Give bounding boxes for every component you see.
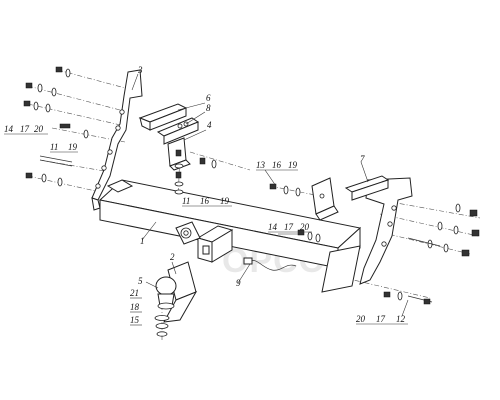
label-underlines bbox=[4, 133, 408, 326]
label-7: 7 bbox=[360, 154, 365, 164]
label-4: 4 bbox=[207, 120, 212, 130]
ball-fasteners bbox=[154, 315, 170, 337]
label-14-left: 14 bbox=[4, 124, 14, 134]
wiring-harness bbox=[243, 257, 297, 271]
label-17-right: 17 bbox=[284, 222, 294, 232]
leader-lines bbox=[131, 73, 409, 317]
label-12: 12 bbox=[396, 314, 406, 324]
label-20-bottom: 20 bbox=[356, 314, 366, 324]
label-17-left: 17 bbox=[20, 124, 30, 134]
label-18: 18 bbox=[130, 302, 140, 312]
label-14-right: 14 bbox=[268, 222, 278, 232]
label-19-left: 19 bbox=[68, 142, 78, 152]
label-16-center: 16 bbox=[200, 196, 210, 206]
part-labels: 3 6 8 4 14 17 20 11 19 11 16 19 13 16 19… bbox=[4, 65, 406, 325]
label-6: 6 bbox=[206, 93, 211, 103]
tow-ball bbox=[155, 276, 177, 310]
left-side-bracket bbox=[91, 69, 143, 211]
label-11-center: 11 bbox=[182, 196, 190, 206]
label-9: 9 bbox=[236, 278, 241, 288]
label-21: 21 bbox=[130, 288, 139, 298]
label-20-left: 20 bbox=[34, 124, 44, 134]
label-11-left: 11 bbox=[50, 142, 58, 152]
label-13: 13 bbox=[256, 160, 266, 170]
label-17-bottom: 17 bbox=[376, 314, 386, 324]
hitch-receiver bbox=[196, 225, 234, 263]
label-3: 3 bbox=[137, 65, 143, 75]
label-5: 5 bbox=[138, 276, 143, 286]
label-2: 2 bbox=[170, 252, 175, 262]
label-15: 15 bbox=[130, 315, 140, 325]
label-19-center: 19 bbox=[220, 196, 230, 206]
label-20-right: 20 bbox=[300, 222, 310, 232]
socket-plate bbox=[175, 221, 201, 245]
mounting-plate-6 bbox=[138, 103, 188, 131]
right-end-bracket bbox=[311, 177, 339, 221]
label-1: 1 bbox=[140, 236, 145, 246]
label-8: 8 bbox=[206, 103, 211, 113]
label-16-right: 16 bbox=[272, 160, 282, 170]
fasteners bbox=[23, 66, 480, 305]
right-lower-plate bbox=[321, 245, 361, 293]
right-side-bracket bbox=[344, 175, 413, 285]
label-19-right: 19 bbox=[288, 160, 298, 170]
